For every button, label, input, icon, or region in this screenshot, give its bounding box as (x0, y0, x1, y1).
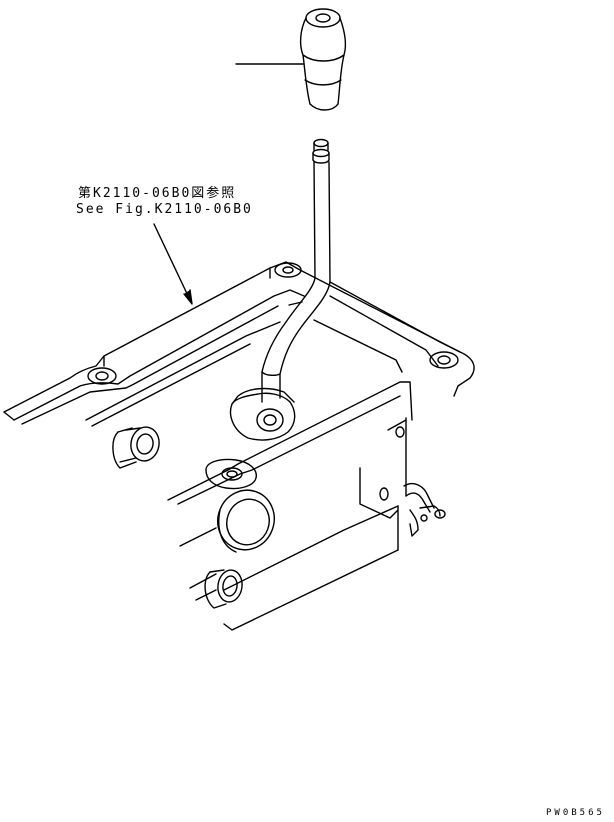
reference-note-japanese: 第K2110-06B0図参照 (78, 186, 237, 201)
body-boss (206, 459, 256, 488)
bushing-collar-lower (205, 568, 244, 608)
drawing-code: PW0B565 (546, 808, 605, 818)
lever-knob (301, 9, 346, 110)
shift-lever (262, 140, 330, 403)
spring-clip (404, 484, 445, 536)
ring-bushing (209, 482, 282, 558)
reference-note-english: See Fig.K2110-06B0 (76, 202, 253, 217)
lever-bracket-body (168, 382, 412, 630)
reference-arrow (154, 224, 192, 304)
bracket-plate (4, 262, 474, 426)
bushing-collar-upper (113, 425, 162, 468)
lever-boss (231, 389, 295, 440)
